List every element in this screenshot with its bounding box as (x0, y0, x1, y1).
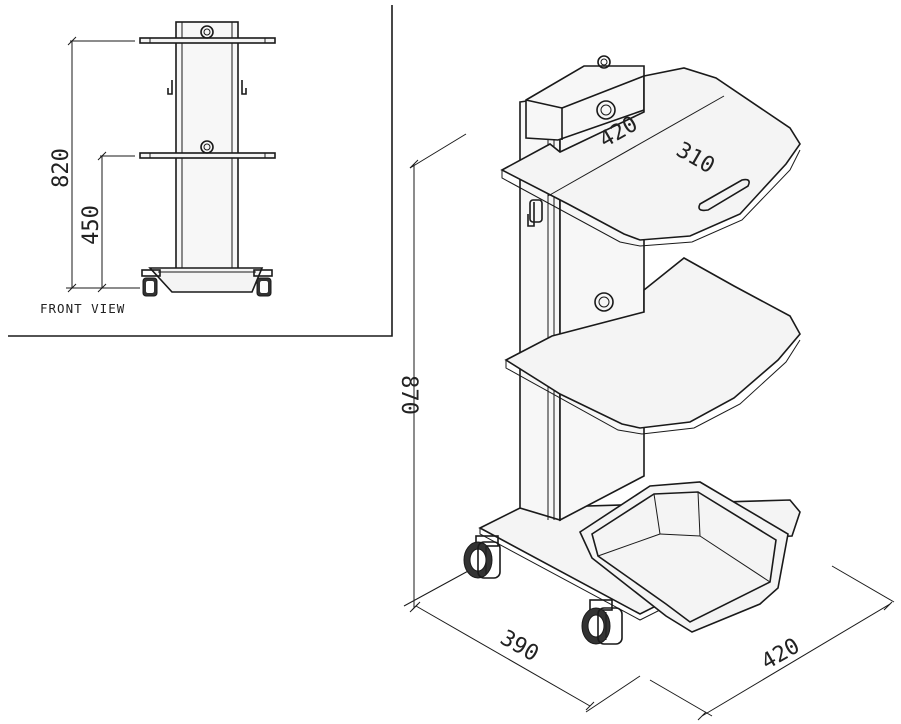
iso-top-knob (597, 55, 611, 69)
front-left-hook (167, 80, 173, 95)
iso-right-caster (581, 599, 623, 645)
iso-top-socket (596, 100, 616, 120)
front-view-frame (8, 5, 393, 337)
iso-left-caster (463, 535, 501, 579)
front-dim-lower-label: 450 (79, 205, 104, 245)
front-right-hook (241, 80, 247, 95)
front-view-cart (139, 21, 276, 297)
iso-mid-socket (594, 292, 614, 312)
front-right-caster (253, 269, 273, 297)
iso-middle-shelf (504, 257, 801, 435)
front-view-label: FRONT VIEW (40, 301, 125, 316)
iso-basket (578, 481, 789, 633)
front-top-socket (200, 25, 214, 39)
front-column (175, 21, 239, 271)
iso-height-label: 870 (396, 375, 421, 415)
iso-top-box (525, 55, 645, 141)
front-dim-total-label: 820 (49, 148, 74, 188)
front-left-caster (141, 269, 161, 297)
front-basket (148, 267, 264, 293)
iso-height-dimension (403, 133, 471, 613)
front-view-dimensions (66, 36, 140, 293)
iso-depth-label: 390 (496, 626, 543, 668)
iso-depth-dimension (411, 601, 641, 713)
front-mid-socket (200, 140, 214, 154)
iso-shelf-handle-slot (698, 178, 750, 212)
front-view-panel: 820 450 (8, 5, 393, 337)
iso-side-hook (527, 202, 535, 227)
iso-top-shelf (500, 67, 801, 247)
isometric-view: 870 390 420 (396, 55, 895, 721)
iso-width-dimension (649, 565, 895, 721)
